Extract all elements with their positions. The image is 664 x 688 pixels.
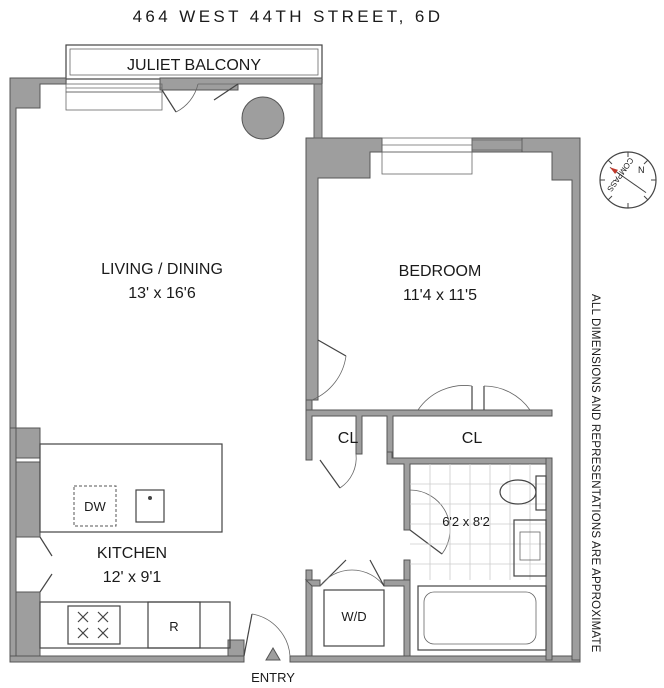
compass-north-label: N bbox=[638, 165, 645, 175]
compass: N COMPASS bbox=[599, 151, 657, 209]
walls bbox=[9, 77, 581, 663]
kitchen-fixtures bbox=[39, 443, 231, 649]
closet-left-label: CL bbox=[338, 430, 359, 447]
washer-dryer-label: W/D bbox=[341, 609, 366, 624]
side-note: ALL DIMENSIONS AND REPRESENTATIONS ARE A… bbox=[589, 294, 601, 653]
bath-dims: 6'2 x 8'2 bbox=[442, 514, 490, 529]
kitchen-label: KITCHEN bbox=[97, 545, 167, 562]
living-dims: 13' x 16'6 bbox=[128, 285, 196, 302]
balcony-label: JULIET BALCONY bbox=[127, 57, 261, 74]
closet-right-label: CL bbox=[462, 430, 483, 447]
windows bbox=[65, 83, 523, 175]
fridge-label: R bbox=[169, 619, 178, 634]
entry-marker bbox=[265, 647, 281, 661]
bedroom-dims: 11'4 x 11'5 bbox=[403, 287, 477, 304]
column bbox=[241, 96, 285, 140]
plan-title: 464 WEST 44TH STREET, 6D bbox=[133, 7, 444, 26]
doors bbox=[39, 83, 531, 657]
bath-fixtures bbox=[410, 464, 547, 651]
kitchen-dims: 12' x 9'1 bbox=[103, 569, 162, 586]
washer-dryer-box bbox=[323, 589, 385, 647]
entry-label: ENTRY bbox=[251, 670, 295, 685]
dishwasher-label: DW bbox=[84, 499, 106, 514]
living-label: LIVING / DINING bbox=[101, 261, 223, 278]
bedroom-label: BEDROOM bbox=[399, 263, 482, 280]
